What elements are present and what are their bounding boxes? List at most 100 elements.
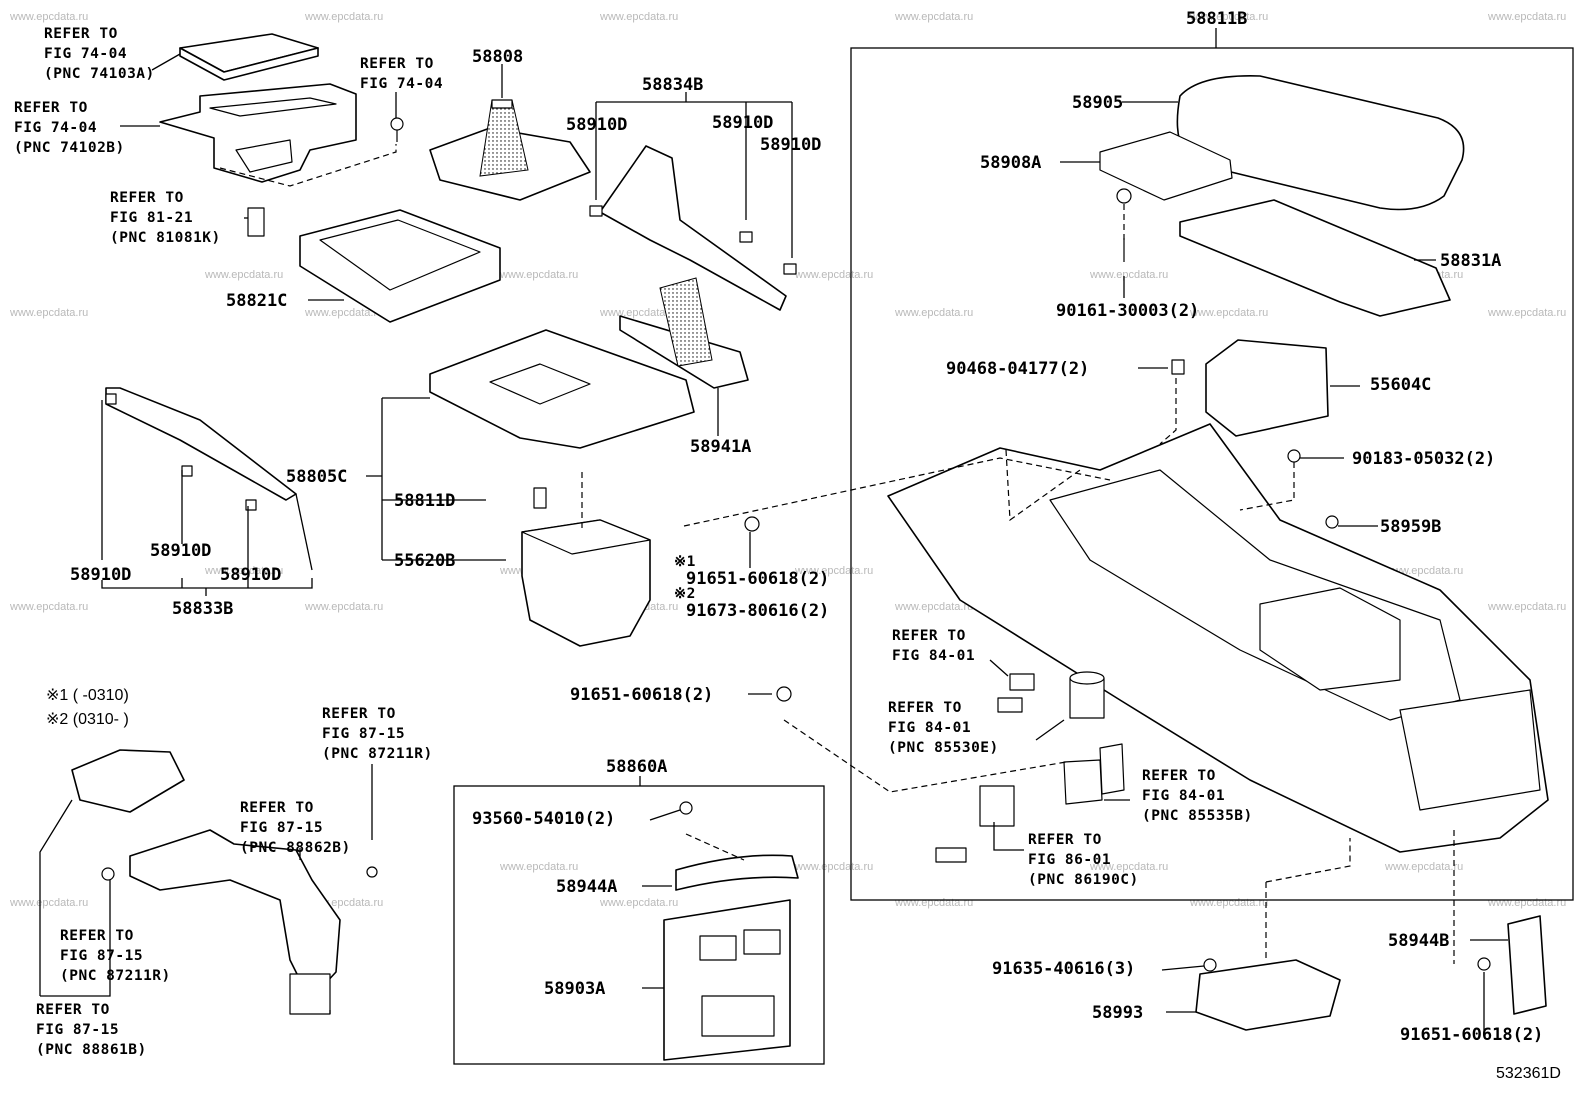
part-number-label: 58908A [980, 153, 1041, 173]
part-number-label: 58805C [286, 467, 347, 487]
ref-note-line: REFER TO [360, 56, 434, 72]
watermark: www.epcdata.ru [9, 307, 88, 319]
watermark: www.epcdata.ru [304, 601, 383, 613]
watermark: www.epcdata.ru [1487, 601, 1566, 613]
watermark: www.epcdata.ru [204, 269, 283, 281]
assembly-dashes [219, 144, 1455, 964]
watermark: www.epcdata.ru [599, 307, 678, 319]
ref-note-line: REFER TO [1142, 768, 1216, 784]
watermark: www.epcdata.ru [1487, 307, 1566, 319]
ref-note-line: REFER TO [888, 700, 962, 716]
part-number-label: 58831A [1440, 251, 1501, 271]
watermark: www.epcdata.ru [304, 11, 383, 23]
ref-note-line: REFER TO [110, 190, 184, 206]
part-number-label: 58959B [1380, 517, 1441, 537]
ref-note-line: (PNC 88862B) [240, 840, 351, 856]
part-number-label: 91673-80616(2) [686, 601, 829, 621]
part-number-label: 58833B [172, 599, 233, 619]
ref-note-line: FIG 84-01 [888, 720, 971, 736]
part-number-label: 93560-54010(2) [472, 809, 615, 829]
part-number-label: 91651-60618(2) [686, 569, 829, 589]
part-number-label: 91635-40616(3) [992, 959, 1135, 979]
watermark: www.epcdata.ru [9, 897, 88, 909]
rear-panel-frame [453, 785, 825, 1065]
ref-note-line: (PNC 86190C) [1028, 872, 1139, 888]
part-number-label: 58910D [712, 113, 773, 133]
watermark: www.epcdata.ru [894, 11, 973, 23]
ref-note-line: FIG 87-15 [36, 1022, 119, 1038]
part-number-label: 58910D [760, 135, 821, 155]
part-number-label: 58860A [606, 757, 667, 777]
ref-note-line: FIG 84-01 [1142, 788, 1225, 804]
part-number-label: 58811B [1186, 9, 1247, 29]
watermark: www.epcdata.ru [9, 11, 88, 23]
ref-note-line: REFER TO [240, 800, 314, 816]
note-mark: ※2 [674, 586, 696, 602]
watermark: www.epcdata.ru [499, 269, 578, 281]
reference-notes: REFER TO FIG 74-04 (PNC 74103A) REFER TO… [14, 26, 1253, 1058]
part-number-label: 58910D [220, 565, 281, 585]
watermark: www.epcdata.ru [894, 307, 973, 319]
part-number-label: 58910D [150, 541, 211, 561]
part-number-label: 90468-04177(2) [946, 359, 1089, 379]
watermark: www.epcdata.ru [599, 897, 678, 909]
ref-note-line: REFER TO [36, 1002, 110, 1018]
ref-note-line: FIG 87-15 [322, 726, 405, 742]
ref-note-line: REFER TO [322, 706, 396, 722]
part-number-label: 91651-60618(2) [570, 685, 713, 705]
watermark: www.epcdata.ru [1089, 861, 1168, 873]
part-number-label: 58941A [690, 437, 751, 457]
ref-note-line: FIG 87-15 [240, 820, 323, 836]
ref-note-line: (PNC 87211R) [60, 968, 171, 984]
ref-note-line: REFER TO [14, 100, 88, 116]
ref-note-line: (PNC 74102B) [14, 140, 125, 156]
ref-note-line: FIG 86-01 [1028, 852, 1111, 868]
ref-note-line: (PNC 85530E) [888, 740, 999, 756]
watermark: www.epcdata.ru [599, 11, 678, 23]
part-number-label: 58910D [70, 565, 131, 585]
part-number-label: 58944A [556, 877, 617, 897]
part-number-label: 58821C [226, 291, 287, 311]
ref-note-line: FIG 74-04 [360, 76, 443, 92]
part-number-label: 58993 [1092, 1003, 1143, 1023]
ref-note-line: FIG 84-01 [892, 648, 975, 664]
part-drawings [71, 33, 1549, 1061]
leader-lines [39, 28, 1508, 1034]
ref-note-line: REFER TO [44, 26, 118, 42]
part-number-label: 58910D [566, 115, 627, 135]
ref-note-line: (PNC 85535B) [1142, 808, 1253, 824]
watermark: www.epcdata.ru [499, 861, 578, 873]
part-number-label: 90161-30003(2) [1056, 301, 1199, 321]
watermark: www.epcdata.ru [894, 601, 973, 613]
watermark: www.epcdata.ru [1189, 307, 1268, 319]
part-number-label: 58944B [1388, 931, 1449, 951]
watermark: www.epcdata.ru [894, 897, 973, 909]
ref-note-line: FIG 74-04 [44, 46, 127, 62]
watermark: www.epcdata.ru [304, 307, 383, 319]
ref-note-line: (PNC 74103A) [44, 66, 155, 82]
watermark: www.epcdata.ru [1384, 861, 1463, 873]
part-number-label: 55604C [1370, 375, 1431, 395]
ref-note-line: FIG 74-04 [14, 120, 97, 136]
part-number-label: 58811D [394, 491, 455, 511]
ref-note-line: REFER TO [60, 928, 134, 944]
watermark: www.epcdata.ru [794, 565, 873, 577]
part-number-label: 55620B [394, 551, 455, 571]
part-number-label: 58905 [1072, 93, 1123, 113]
watermark: www.epcdata.ru [1189, 11, 1268, 23]
watermark: www.epcdata.ru [9, 601, 88, 613]
watermark: www.epcdata.ru [794, 269, 873, 281]
part-number-label: 90183-05032(2) [1352, 449, 1495, 469]
ref-note-line: REFER TO [1028, 832, 1102, 848]
ref-note-line: FIG 81-21 [110, 210, 193, 226]
legend-note-2: ※2 (0310- ) [46, 711, 129, 728]
console-box-frame [850, 47, 1574, 901]
part-labels: 58811B 58808 58834B 58910D 58910D 58910D… [70, 9, 1543, 1045]
ref-note-line: (PNC 88861B) [36, 1042, 147, 1058]
legend: ※1 ( -0310) ※2 (0310- ) [46, 687, 129, 728]
note-mark: ※1 [674, 554, 696, 570]
legend-note-1: ※1 ( -0310) [46, 687, 129, 704]
ref-note-line: (PNC 81081K) [110, 230, 221, 246]
watermark: www.epcdata.ru [1487, 11, 1566, 23]
